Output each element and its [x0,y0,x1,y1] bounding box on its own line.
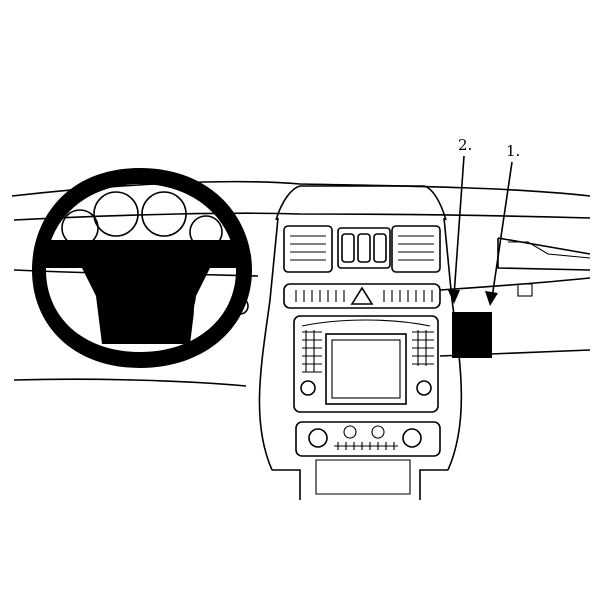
keypad [412,330,434,366]
callout-1: 1. [485,142,520,306]
callout-2-label: 2. [458,136,472,154]
callout-2: 2. [448,136,472,304]
mount-bracket [452,312,492,358]
center-console [258,185,463,500]
callout-1-label: 1. [506,142,520,160]
steering-wheel [32,168,252,368]
